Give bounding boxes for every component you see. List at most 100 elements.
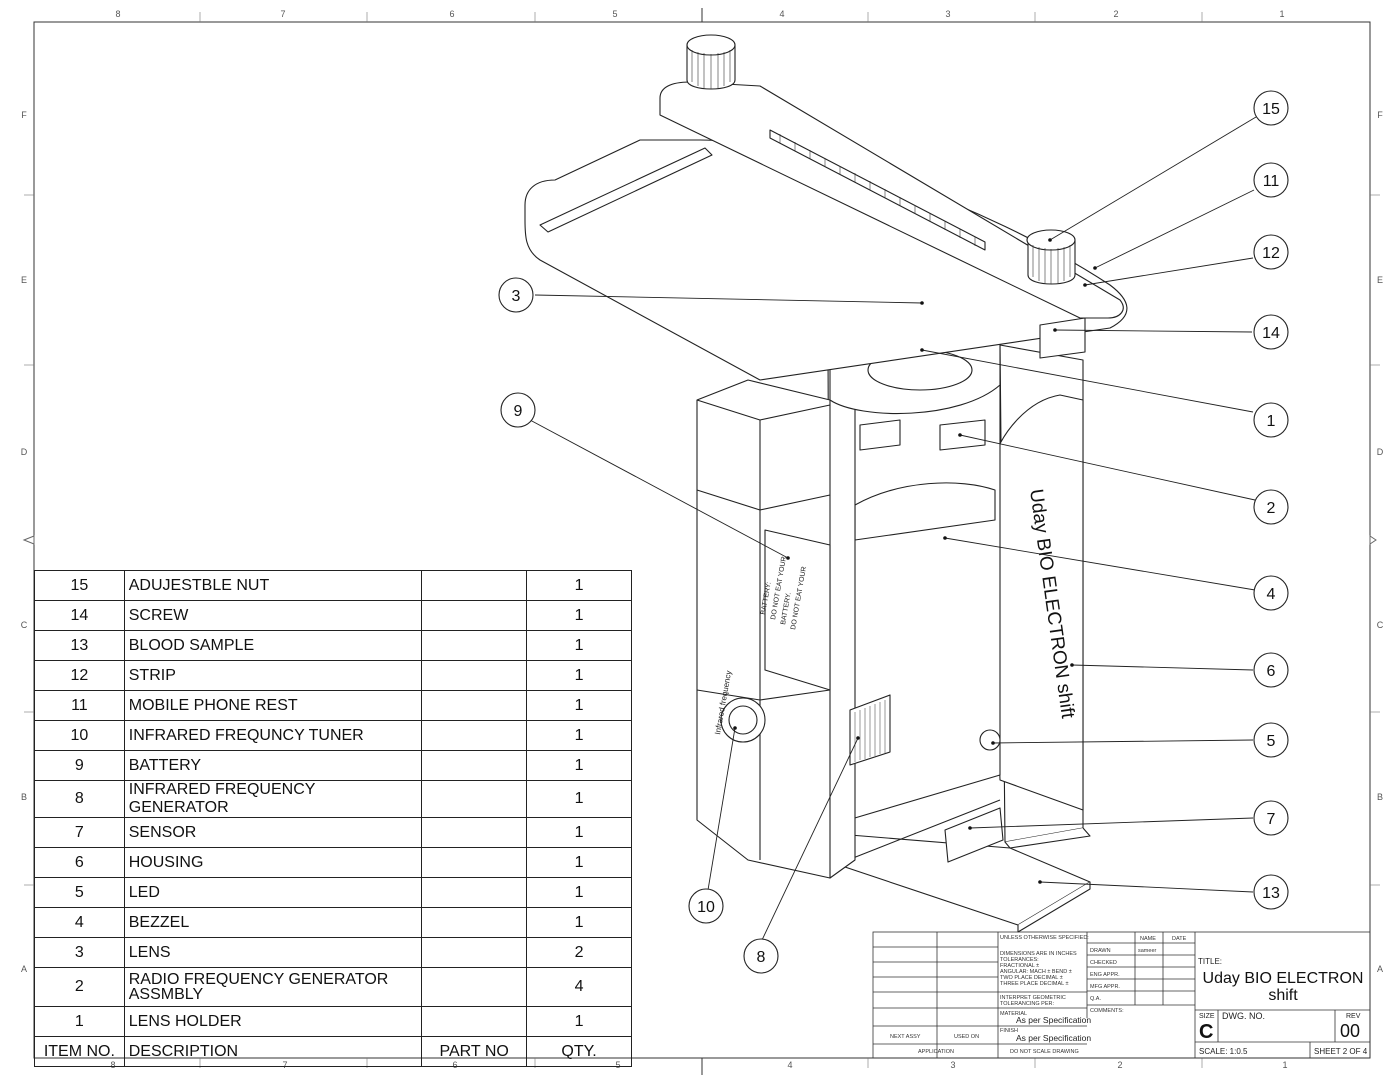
tb-drawn-name: sameer [1138,948,1157,954]
bom-item-no: 13 [34,630,125,661]
tb-date-h: DATE [1172,936,1187,942]
tb-application: APPLICATION [918,1049,954,1055]
zone-col-top-2: 2 [1113,9,1118,19]
bom-item-no: 5 [34,877,125,908]
tb-material-val: As per Specification [1016,1015,1091,1025]
leader-6 [1071,664,1254,671]
tb-finish-val: As per Specification [1016,1033,1091,1043]
bom-description: HOUSING [123,847,423,878]
bom-part-no [421,780,528,818]
bom-description: LENS HOLDER [123,1006,423,1037]
bom-description: STRIP [123,660,423,691]
bom-qty: 1 [526,877,632,908]
balloon-1 [1253,402,1289,438]
bom-part-no [421,660,528,691]
balloon-8 [743,938,779,974]
generator-block [696,379,831,879]
tb-title-line2: shift [1268,987,1298,1004]
rf-gen-left [859,419,901,451]
bom-qty: 1 [526,817,632,848]
balloon-label-15: 15 [1262,101,1280,118]
nut-left-top [686,34,736,56]
bom-part-no [421,750,528,781]
zone-row-left-B: B [21,792,27,802]
bom-qty: 1 [526,750,632,781]
tb-rev-label: REV [1346,1013,1361,1020]
bom-qty: 1 [526,720,632,751]
zone-col-top-5: 5 [612,9,617,19]
title-block-text: UNLESS OTHERWISE SPECIFIED: DIMENSIONS A… [890,935,1187,1055]
bom-part-no [421,877,528,908]
tb-material: MATERIAL [1000,1011,1027,1017]
zone-col-top-4: 4 [779,9,784,19]
bom-description: BLOOD SAMPLE [123,630,423,661]
tb-used-on: USED ON [954,1034,979,1040]
balloon-labels: 15 11 12 14 3 1 9 2 4 6 5 7 13 10 8 [512,101,1280,966]
bom-description: BEZZEL [123,907,423,938]
leader-1 [921,349,1254,413]
tb-size-label: SIZE [1199,1013,1215,1020]
leader-14 [1054,329,1253,333]
bom-qty: 4 [526,967,632,1007]
balloon-3 [498,277,534,313]
balloon-15 [1253,90,1289,126]
tuner-knob-inner [728,705,758,735]
leader-dots [733,238,1097,884]
balloon-label-11: 11 [1263,173,1280,190]
bom-qty: 1 [526,660,632,691]
tb-two: TWO PLACE DECIMAL ± [1000,975,1063,981]
tb-dims: DIMENSIONS ARE IN INCHES [1000,951,1077,957]
balloon-5 [1253,722,1289,758]
balloon-label-1: 1 [1267,413,1276,430]
housing-right-foot [1004,827,1091,849]
bom-description: SENSOR [123,817,423,848]
housing-front-panel [989,394,1084,811]
tb-material-values: As per Specification As per Specificatio… [1016,1015,1091,1043]
bom-qty: 1 [526,847,632,878]
zone-col-bot-4: 4 [787,1060,792,1070]
leader-3 [534,294,923,304]
bom-item-no: 10 [34,720,125,751]
leader-10 [707,727,736,891]
balloon-13 [1253,874,1289,910]
balloon-7 [1253,800,1289,836]
bom-item-no: 6 [34,847,125,878]
leader-11 [1094,189,1255,269]
tb-unless: UNLESS OTHERWISE SPECIFIED: [1000,935,1089,941]
bom-header-part: PART NO [421,1036,528,1067]
bom-part-no [421,570,528,601]
bom-description: ADUJESTBLE NUT [123,570,423,601]
balloon-label-4: 4 [1267,586,1276,603]
tb-interp: INTERPRET GEOMETRIC [1000,995,1066,1001]
bom-item-no: 11 [34,690,125,721]
balloon-12 [1253,234,1289,270]
balloon-9 [500,392,536,428]
zone-row-right-F: F [1377,110,1383,120]
zone-col-top-1: 1 [1279,9,1284,19]
zone-row-right-D: D [1377,447,1384,457]
tb-ang: ANGULAR: MACH ± BEND ± [1000,969,1072,975]
bom-item-no: 7 [34,817,125,848]
bom-qty: 1 [526,570,632,601]
zone-row-left-F: F [21,110,27,120]
zone-row-right-E: E [1377,275,1383,285]
bom-description: LED [123,877,423,908]
zone-labels: 8 7 6 5 4 3 2 1 8 7 6 5 4 3 2 1 F E D C … [21,9,1384,1070]
balloon-label-8: 8 [757,949,766,966]
tb-dwg-label: DWG. NO. [1222,1011,1265,1021]
phone-rest-plate [524,139,1128,381]
strip-grille [769,129,986,251]
bom-item-no: 15 [34,570,125,601]
bezzel-top-ring [854,482,996,541]
bom-description: BATTERY [123,750,423,781]
zone-row-left-E: E [21,275,27,285]
balloon-label-9: 9 [514,403,523,420]
